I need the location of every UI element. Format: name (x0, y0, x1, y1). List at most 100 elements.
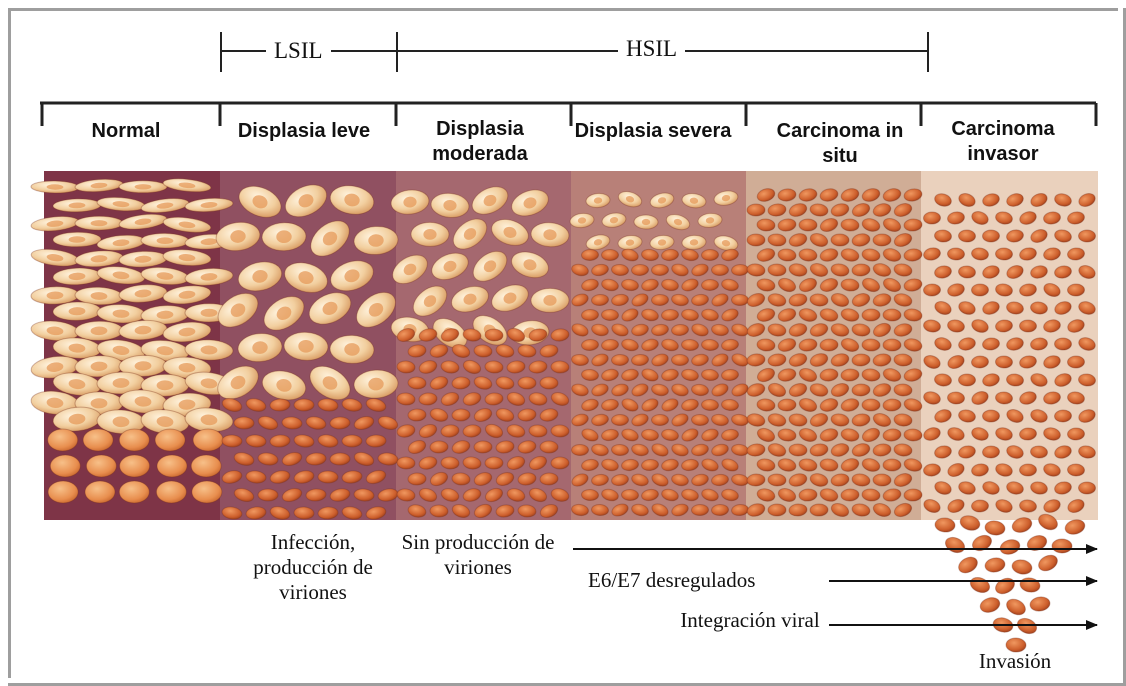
cell (1054, 338, 1071, 350)
cell (883, 459, 901, 471)
cell (747, 204, 765, 216)
cell (978, 595, 1001, 614)
cell (157, 455, 187, 477)
cell (995, 248, 1012, 261)
cell (551, 457, 569, 469)
cell (691, 504, 708, 515)
cell (831, 234, 849, 246)
cell (883, 339, 901, 351)
grade-label-normal: Normal (46, 119, 206, 144)
cell (862, 399, 880, 411)
grade-label-displasia-severa: Displasia severa (573, 119, 733, 144)
cell (222, 435, 242, 448)
cell (810, 504, 828, 516)
cell (701, 399, 719, 411)
cell (799, 219, 817, 231)
note-e6e7: E6/E7 desregulados (588, 568, 818, 593)
cell (258, 489, 278, 501)
cell (984, 556, 1006, 573)
cell (540, 377, 558, 389)
cell (651, 294, 668, 306)
cell (621, 489, 639, 501)
cell (958, 230, 975, 243)
cell (85, 481, 115, 503)
cell (862, 339, 881, 352)
grade-label-carcinoma-in-situ: Carcinoma in situ (760, 119, 920, 169)
hsil-label: HSIL (618, 36, 685, 62)
cell (651, 264, 668, 276)
cell (1019, 320, 1036, 332)
cell (958, 374, 975, 386)
cell (671, 354, 688, 365)
cell (119, 429, 149, 451)
grade-label-displasia-moderada: Displasia moderada (400, 117, 560, 167)
note-infection: Infección, producción de viriones (238, 530, 388, 605)
cell (48, 481, 78, 503)
cell (982, 230, 999, 242)
cell (611, 354, 628, 366)
cell (956, 554, 980, 576)
cell (747, 234, 765, 246)
cell (571, 444, 588, 455)
lsil-label: LSIL (266, 38, 331, 64)
cell (601, 309, 618, 321)
cell (234, 417, 254, 430)
cell (485, 457, 503, 469)
cell (581, 249, 598, 261)
cell (366, 435, 386, 448)
cell (995, 356, 1012, 369)
cell (50, 455, 80, 477)
cell (119, 481, 149, 503)
cell (984, 520, 1006, 537)
cell (711, 264, 728, 275)
cell (1067, 356, 1084, 368)
cell (1004, 596, 1028, 618)
cell (191, 455, 221, 477)
cell (540, 441, 558, 453)
note-no-production: Sin producción de viriones (388, 530, 568, 580)
cell (193, 429, 223, 451)
cell-nucleus (135, 184, 152, 189)
cell (1019, 576, 1041, 593)
cell (342, 435, 362, 447)
cell-nucleus (201, 309, 218, 317)
cell (711, 504, 729, 516)
cell (611, 414, 628, 425)
cell (1052, 539, 1072, 553)
cell (581, 309, 599, 321)
cell (601, 249, 618, 260)
cell (452, 409, 471, 422)
cell (474, 441, 492, 453)
cell (1025, 533, 1049, 553)
cell (120, 455, 150, 477)
cell (518, 377, 536, 389)
cell (83, 429, 113, 451)
cell (581, 489, 599, 501)
cell (982, 410, 999, 422)
cell (86, 455, 116, 477)
cell (971, 284, 988, 296)
grade-label-carcinoma-invasor: Carcinoma invasor (928, 117, 1078, 167)
cell (873, 474, 891, 487)
cell (155, 429, 185, 451)
cell (1063, 518, 1086, 537)
cell (1067, 284, 1084, 296)
cell (430, 441, 448, 454)
cell (1067, 428, 1084, 441)
cell (1029, 596, 1051, 613)
cell (156, 481, 186, 503)
cell (904, 489, 923, 502)
cell (408, 473, 426, 486)
cell (970, 532, 994, 553)
cell (192, 481, 222, 503)
cell (998, 537, 1021, 556)
cell (330, 453, 350, 465)
cell (947, 248, 964, 261)
cell (862, 309, 880, 321)
note-invasion: Invasión (955, 649, 1075, 674)
cell (48, 429, 78, 451)
cell (551, 425, 569, 438)
cell (923, 284, 941, 297)
cell (651, 414, 668, 425)
